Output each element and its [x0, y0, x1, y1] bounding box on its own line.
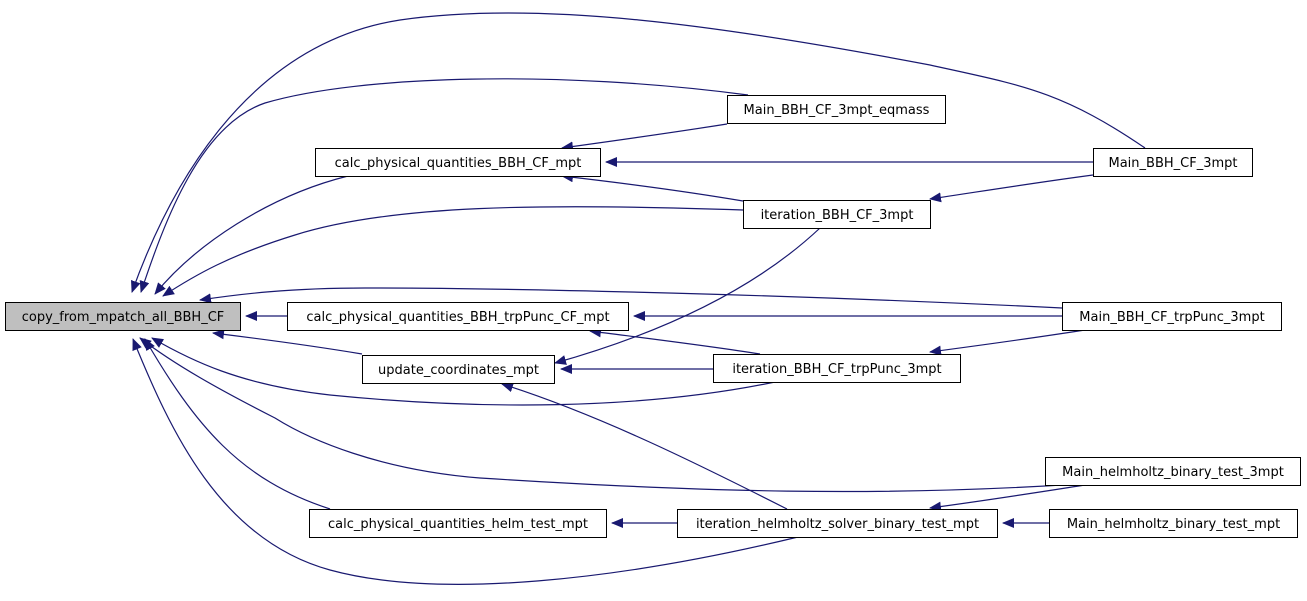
edge-arrow [139, 337, 1079, 493]
edge-arrow [929, 174, 1094, 203]
edge-iteration_BBH_CF_3mpt-to-update_coordinates_mpt [554, 227, 821, 365]
node-label: Main_helmholtz_binary_test_mpt [1067, 517, 1280, 532]
node-label: update_coordinates_mpt [378, 363, 539, 378]
edge-Main_BBH_CF_3mpt-to-iteration_BBH_CF_3mpt [929, 174, 1094, 203]
node-label: iteration_BBH_CF_3mpt [761, 208, 914, 223]
node-update_coordinates_mpt[interactable]: update_coordinates_mpt [362, 355, 555, 384]
edge-Main_BBH_CF_3mpt_eqmass-to-calc_physical_quantities_BBH_CF_mpt [561, 123, 728, 152]
node-calc_physical_quantities_BBH_trpPunc_CF_mpt[interactable]: calc_physical_quantities_BBH_trpPunc_CF_… [287, 302, 629, 331]
edge-arrow [151, 337, 776, 406]
edge-iteration_BBH_CF_trpPunc_3mpt-to-copy_from_mpatch_all_BBH_CF [151, 337, 776, 406]
edge-arrow [561, 172, 744, 202]
edge-iteration_BBH_CF_trpPunc_3mpt-to-calc_physical_quantities_BBH_trpPunc_CF_mpt [589, 327, 761, 355]
node-box [309, 509, 607, 538]
node-label: Main_BBH_CF_3mpt [1109, 156, 1238, 171]
edges-layer [131, 12, 1146, 585]
nodes-layer: copy_from_mpatch_all_BBH_CF calc_physical… [5, 95, 1301, 538]
edge-iteration_helmholtz_solver_binary_test_mpt-to-copy_from_mpatch_all_BBH_CF [132, 338, 799, 585]
node-box [677, 509, 998, 538]
node-label: calc_physical_quantities_helm_test_mpt [328, 517, 588, 532]
edge-arrow [199, 287, 1063, 309]
edge-Main_BBH_CF_trpPunc_3mpt-to-copy_from_mpatch_all_BBH_CF [199, 287, 1063, 309]
node-box [1045, 457, 1301, 486]
edge-arrow [561, 123, 728, 152]
edge-Main_helmholtz_binary_test_3mpt-to-copy_from_mpatch_all_BBH_CF [139, 337, 1079, 493]
node-box [362, 355, 555, 384]
node-iteration_BBH_CF_trpPunc_3mpt[interactable]: iteration_BBH_CF_trpPunc_3mpt [713, 354, 961, 383]
node-calc_physical_quantities_BBH_CF_mpt[interactable]: calc_physical_quantities_BBH_CF_mpt [315, 148, 601, 177]
edge-arrow [929, 329, 1086, 356]
edge-Main_helmholtz_binary_test_3mpt-to-iteration_helmholtz_solver_binary_test_mpt [929, 484, 1086, 512]
node-Main_BBH_CF_3mpt[interactable]: Main_BBH_CF_3mpt [1093, 148, 1253, 177]
node-box [315, 148, 601, 177]
edge-arrow [501, 382, 788, 510]
node-iteration_helmholtz_solver_binary_test_mpt[interactable]: iteration_helmholtz_solver_binary_test_m… [677, 509, 998, 538]
node-label: Main_BBH_CF_trpPunc_3mpt [1079, 310, 1264, 325]
edge-iteration_helmholtz_solver_binary_test_mpt-to-update_coordinates_mpt [501, 382, 788, 510]
edge-arrow [554, 227, 821, 365]
edge-arrow [154, 175, 349, 295]
node-label: calc_physical_quantities_BBH_CF_mpt [335, 156, 582, 171]
node-Main_helmholtz_binary_test_3mpt[interactable]: Main_helmholtz_binary_test_3mpt [1045, 457, 1301, 486]
edge-iteration_BBH_CF_3mpt-to-calc_physical_quantities_BBH_CF_mpt [561, 172, 744, 202]
edge-Main_BBH_CF_trpPunc_3mpt-to-iteration_BBH_CF_trpPunc_3mpt [929, 329, 1086, 356]
node-Main_helmholtz_binary_test_mpt[interactable]: Main_helmholtz_binary_test_mpt [1049, 509, 1298, 538]
node-copy_from_mpatch_all_BBH_CF[interactable]: copy_from_mpatch_all_BBH_CF [5, 302, 241, 331]
node-box [287, 302, 629, 331]
node-Main_BBH_CF_3mpt_eqmass[interactable]: Main_BBH_CF_3mpt_eqmass [727, 95, 946, 124]
node-label: Main_BBH_CF_3mpt_eqmass [744, 103, 930, 118]
node-label: iteration_helmholtz_solver_binary_test_m… [696, 517, 979, 532]
node-box [713, 354, 961, 383]
edge-update_coordinates_mpt-to-copy_from_mpatch_all_BBH_CF [212, 329, 363, 355]
node-label: calc_physical_quantities_BBH_trpPunc_CF_… [306, 310, 609, 325]
edge-arrow [212, 329, 363, 355]
edge-calc_physical_quantities_helm_test_mpt-to-copy_from_mpatch_all_BBH_CF [144, 338, 331, 510]
edge-calc_physical_quantities_BBH_CF_mpt-to-copy_from_mpatch_all_BBH_CF [154, 175, 349, 295]
edge-arrow [929, 484, 1086, 512]
node-box [1093, 148, 1253, 177]
node-Main_BBH_CF_trpPunc_3mpt[interactable]: Main_BBH_CF_trpPunc_3mpt [1062, 302, 1282, 331]
edge-arrow [589, 327, 761, 355]
edge-Main_BBH_CF_3mpt-to-copy_from_mpatch_all_BBH_CF [131, 12, 1146, 293]
edge-arrow [144, 338, 331, 510]
node-calc_physical_quantities_helm_test_mpt[interactable]: calc_physical_quantities_helm_test_mpt [309, 509, 607, 538]
node-label: Main_helmholtz_binary_test_3mpt [1062, 465, 1284, 480]
node-box [1062, 302, 1282, 331]
node-box [727, 95, 946, 124]
node-box [1049, 509, 1298, 538]
edge-Main_BBH_CF_3mpt_eqmass-to-copy_from_mpatch_all_BBH_CF [139, 78, 749, 293]
node-box [743, 200, 931, 229]
node-label: copy_from_mpatch_all_BBH_CF [22, 310, 225, 325]
edge-arrow [132, 338, 799, 585]
node-label: iteration_BBH_CF_trpPunc_3mpt [732, 362, 941, 377]
edge-iteration_BBH_CF_3mpt-to-copy_from_mpatch_all_BBH_CF [162, 206, 744, 297]
edge-arrow [162, 206, 744, 297]
edge-arrow [131, 12, 1146, 293]
edge-arrow [139, 78, 749, 293]
node-box [5, 302, 241, 331]
node-iteration_BBH_CF_3mpt[interactable]: iteration_BBH_CF_3mpt [743, 200, 931, 229]
